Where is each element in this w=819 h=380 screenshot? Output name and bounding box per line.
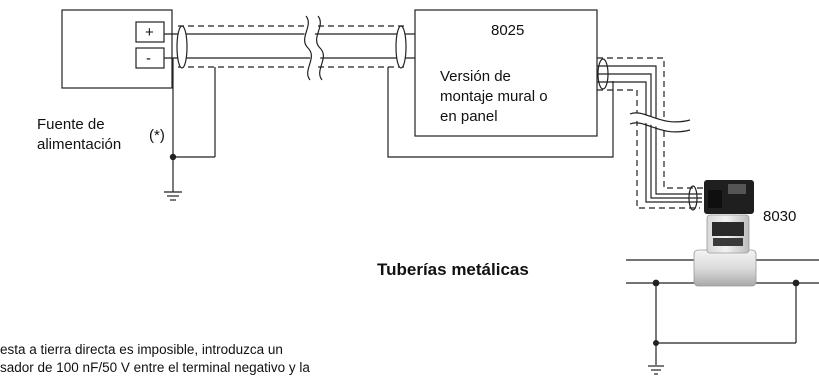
shield-ellipse-left <box>176 25 188 69</box>
cable-break-symbol <box>303 12 321 84</box>
shield-ellipse-sensor-bottom <box>688 185 698 211</box>
footnote-line1: esta a tierra directa es imposible, intr… <box>0 342 283 357</box>
junction-dot-ground <box>169 153 177 161</box>
pipe-junction-left <box>652 279 660 287</box>
ground-link-wire <box>387 67 614 158</box>
device-8025-desc-line2: montaje mural o <box>440 88 548 105</box>
device-8030-label: 8030 <box>763 208 797 225</box>
sensor-cable-break-symbol <box>628 112 692 130</box>
ground-icon-left <box>164 191 182 201</box>
plus-terminal <box>135 21 165 43</box>
sensor-conductor-1 <box>597 65 702 195</box>
minus-terminal-label: - <box>146 50 151 67</box>
device-8025-title: 8025 <box>491 22 525 39</box>
pipe-junction-right <box>792 279 800 287</box>
ground-icon-pipe <box>648 365 664 375</box>
device-8025-desc-line1: Versión de <box>440 68 511 85</box>
power-supply-label-line2: alimentación <box>37 136 122 153</box>
sensor-conductor-2 <box>597 73 702 199</box>
power-supply-label-line1: Fuente de <box>37 116 105 133</box>
device-8025-desc-line3: en panel <box>440 108 498 125</box>
sensor-conductor-3 <box>597 81 702 203</box>
pipe-junction-bottom <box>652 340 659 347</box>
shield-ellipse-right <box>395 25 407 69</box>
pipes-label: Tuberías metálicas <box>377 260 529 279</box>
sensor-8030-illustration <box>693 180 757 287</box>
sensor-cable-shield-inner <box>597 89 700 209</box>
plus-terminal-label: + <box>145 24 154 41</box>
footnote-line2: sador de 100 nF/50 V entre el terminal n… <box>0 360 310 375</box>
device-8025-box <box>414 9 598 137</box>
shield-ellipse-sensor-top <box>597 58 609 90</box>
footnote-marker: (*) <box>149 127 165 144</box>
